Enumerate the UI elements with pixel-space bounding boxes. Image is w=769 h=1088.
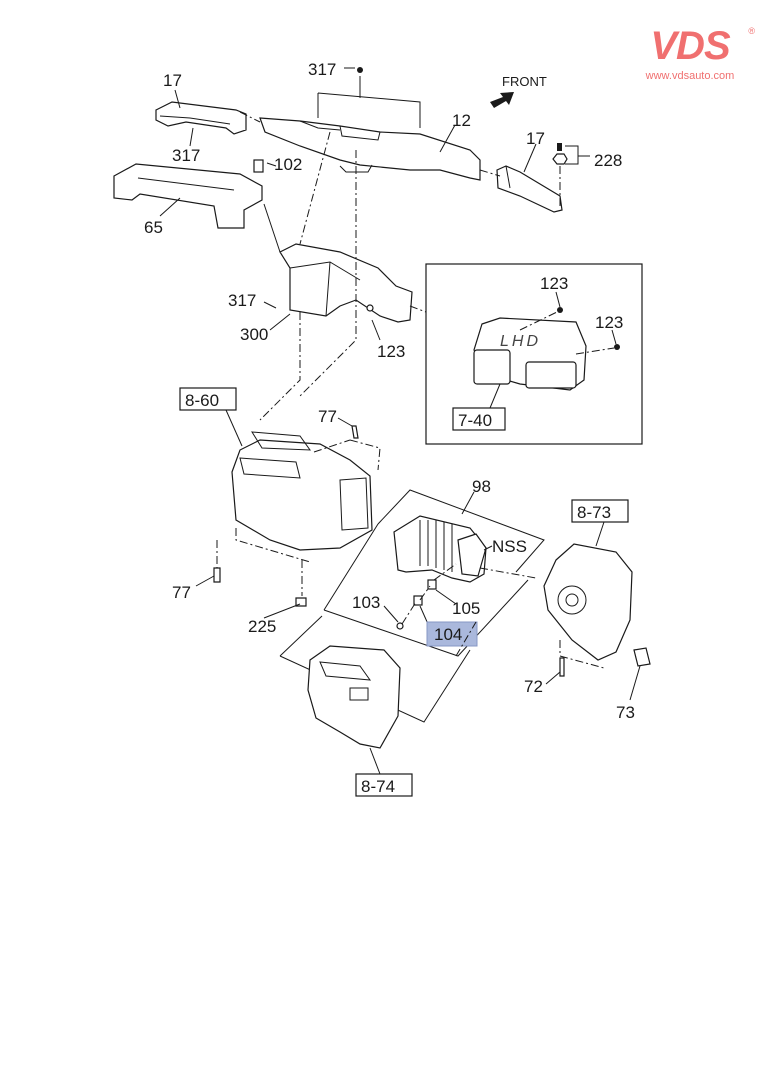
callout-102[interactable]: 102 (274, 155, 302, 174)
callout-104[interactable]: 104 (434, 625, 462, 644)
callout-77-bottom[interactable]: 77 (172, 583, 191, 602)
callout-300[interactable]: 300 (240, 325, 268, 344)
ref-label-8-74[interactable]: 8-74 (361, 777, 395, 796)
ref-box-8-60[interactable] (179, 387, 237, 411)
callout-317-mid[interactable]: 317 (228, 291, 256, 310)
part-102-clip[interactable] (253, 159, 264, 173)
callout-123-mid[interactable]: 123 (377, 342, 405, 361)
website-link[interactable]: www.vdsauto.com (645, 70, 735, 82)
ref-label-8-60[interactable]: 8-60 (185, 391, 219, 410)
callout-12[interactable]: 12 (452, 111, 471, 130)
callout-98[interactable]: 98 (472, 477, 491, 496)
vds-logo: ® VDS www.vdsauto.com (625, 26, 755, 82)
part-8-74-lower-unit[interactable] (307, 645, 401, 749)
lhd-marking: LHD (500, 333, 541, 350)
part-103-screw[interactable] (396, 622, 404, 630)
part-300-duct[interactable] (279, 243, 413, 323)
ref-label-8-73[interactable]: 8-73 (577, 503, 611, 522)
part-228-screw[interactable] (552, 143, 568, 165)
callout-17-left[interactable]: 17 (163, 71, 182, 90)
callout-nss: NSS (492, 537, 527, 556)
part-8-60-heater-unit[interactable] (231, 431, 373, 563)
callout-228[interactable]: 228 (594, 151, 622, 170)
selected-part-highlight[interactable] (426, 621, 478, 647)
callout-225[interactable]: 225 (248, 617, 276, 636)
callout-123-b[interactable]: 123 (595, 313, 623, 332)
part-105-gasket[interactable] (427, 579, 437, 590)
ref-box-7-40[interactable] (452, 407, 506, 431)
callout-103[interactable]: 103 (352, 593, 380, 612)
part-7-40-lhd-duct[interactable]: LHD (473, 317, 587, 391)
callout-17-right[interactable]: 17 (526, 129, 545, 148)
callout-65[interactable]: 65 (144, 218, 163, 237)
part-104-gasket[interactable] (413, 595, 423, 606)
part-17-left-duct[interactable] (155, 101, 247, 135)
callout-73[interactable]: 73 (616, 703, 635, 722)
ref-box-8-73[interactable] (571, 499, 629, 523)
part-12-center-duct[interactable] (259, 117, 481, 181)
registered-mark: ® (748, 26, 755, 36)
part-17-right-duct[interactable] (496, 165, 563, 213)
ref-box-8-74[interactable] (355, 773, 413, 797)
callout-72[interactable]: 72 (524, 677, 543, 696)
front-arrow-icon (490, 92, 514, 108)
part-65-duct[interactable] (113, 163, 263, 229)
callout-317-left[interactable]: 317 (172, 146, 200, 165)
ref-label-7-40[interactable]: 7-40 (458, 411, 492, 430)
callout-105[interactable]: 105 (452, 599, 480, 618)
front-label: FRONT (502, 74, 547, 89)
part-73-connector[interactable] (633, 647, 651, 667)
callout-77-top[interactable]: 77 (318, 407, 337, 426)
callout-123-a[interactable]: 123 (540, 274, 568, 293)
logo-text: VDS (650, 24, 730, 68)
part-98-blower-bellows[interactable] (393, 515, 537, 583)
callout-317-top[interactable]: 317 (308, 60, 336, 79)
part-8-73-fan-unit[interactable] (543, 543, 633, 669)
